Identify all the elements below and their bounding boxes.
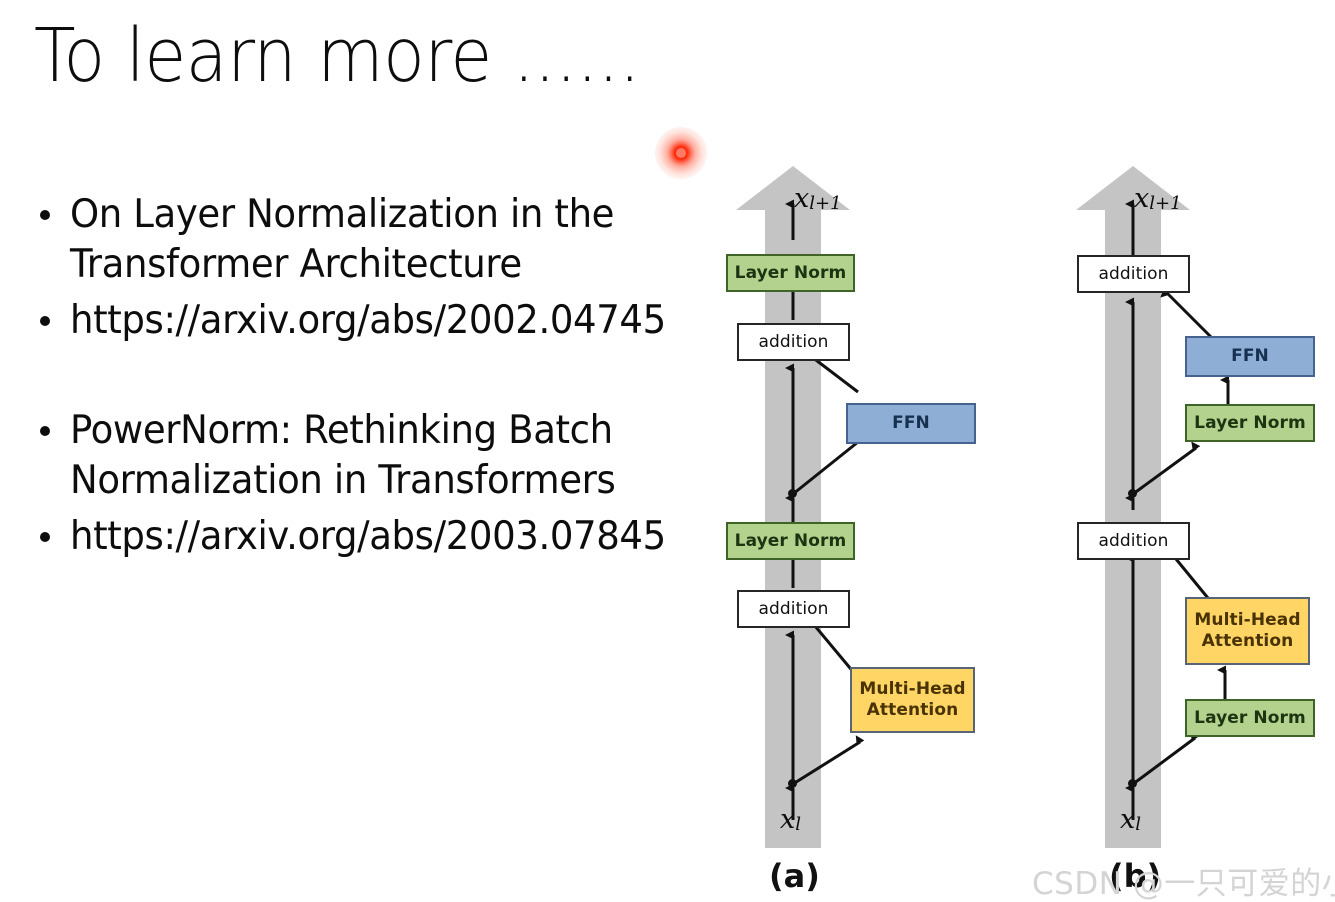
watermark-text: CSDN @一只可爱的小猴子	[1032, 866, 1335, 902]
block-addition-mid-b: addition	[1077, 522, 1190, 560]
block-addition-top-b: addition	[1077, 255, 1190, 293]
list-item[interactable]: https://arxiv.org/abs/2002.04745	[30, 296, 690, 346]
residual-junction-lower-b	[1128, 779, 1137, 788]
list-item[interactable]: https://arxiv.org/abs/2003.07845	[30, 512, 690, 562]
diagram-panel-b: addition FFN Layer Norm addition Multi-H…	[340, 0, 1335, 902]
panel-caption-b: (b)	[1109, 857, 1162, 895]
residual-junction-upper-b	[1128, 489, 1137, 498]
block-layer-norm-top-a: Layer Norm	[726, 254, 855, 292]
diagram-panel-a: Layer Norm addition FFN Layer Norm addit…	[726, 166, 976, 895]
output-label-b: xl+1	[1134, 183, 1182, 214]
bullet-list: On Layer Normalization in the Transforme…	[30, 190, 690, 568]
bullet-dot-icon	[40, 426, 50, 436]
bullet-dot-icon	[40, 210, 50, 220]
main-flow-edges-a	[785, 199, 865, 820]
bullet-link-text[interactable]: https://arxiv.org/abs/2002.04745	[70, 298, 666, 343]
block-multi-head-attention-a: Multi-Head Attention	[850, 667, 975, 733]
bullet-text: PowerNorm: Rethinking Batch Normalizatio…	[70, 408, 616, 503]
block-ffn-a: FFN	[846, 403, 976, 444]
block-addition-bottom-a: addition	[737, 590, 850, 628]
block-multi-head-attention-b: Multi-Head Attention	[1185, 597, 1310, 665]
residual-junction-upper-a	[788, 489, 797, 498]
input-label-a: xl	[780, 804, 801, 835]
list-item: PowerNorm: Rethinking Batch Normalizatio…	[30, 406, 690, 506]
bullet-text: On Layer Normalization in the Transforme…	[70, 192, 615, 287]
block-addition-top-a: addition	[737, 323, 850, 361]
block-layer-norm-attn-b: Layer Norm	[1185, 699, 1315, 737]
block-ffn-b: FFN	[1185, 336, 1315, 377]
page-title: To learn more ......	[34, 13, 641, 99]
attention-label-line2: Attention	[1201, 631, 1294, 651]
attention-label-line1: Multi-Head	[859, 679, 966, 699]
list-item: On Layer Normalization in the Transforme…	[30, 190, 690, 290]
output-label-a: xl+1	[794, 183, 842, 214]
bullet-dot-icon	[40, 316, 50, 326]
laser-pointer-dot-icon	[655, 127, 707, 179]
block-layer-norm-mid-a: Layer Norm	[726, 522, 855, 560]
attention-label-line2: Attention	[866, 700, 959, 720]
block-layer-norm-ffn-b: Layer Norm	[1185, 404, 1315, 442]
input-label-b: xl	[1120, 804, 1141, 835]
attention-label-line1: Multi-Head	[1194, 610, 1301, 630]
bullet-dot-icon	[40, 532, 50, 542]
panel-caption-a: (a)	[769, 857, 820, 895]
residual-junction-lower-a	[788, 779, 797, 788]
bullet-link-text[interactable]: https://arxiv.org/abs/2003.07845	[70, 514, 666, 559]
